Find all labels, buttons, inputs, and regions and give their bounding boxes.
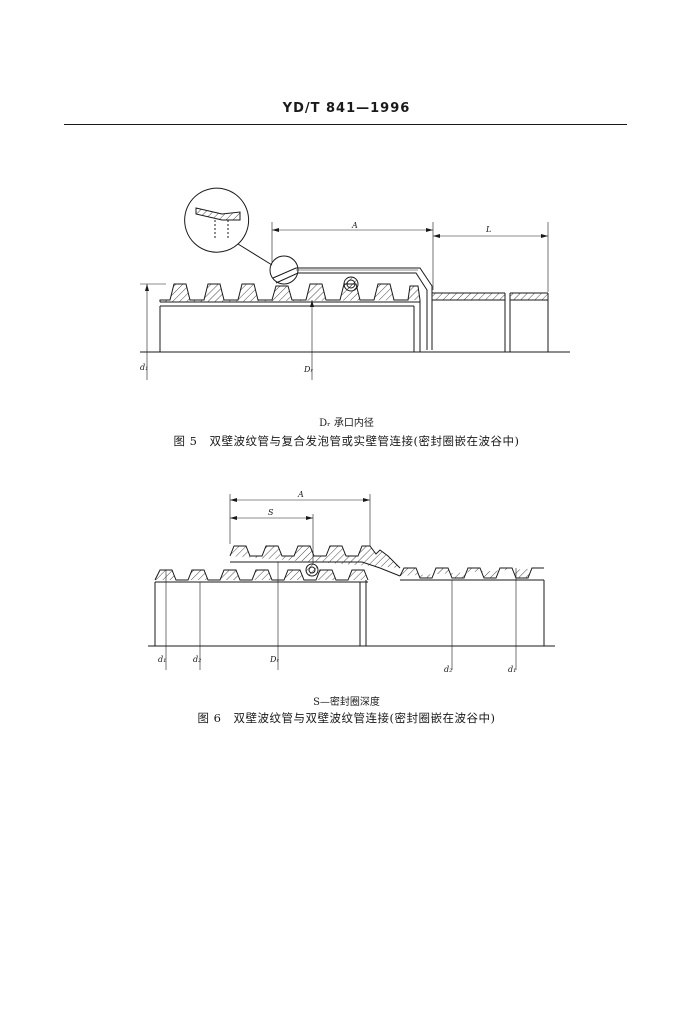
detail-circle	[184, 187, 250, 253]
fig5-dim-dr-label: Dᵣ	[303, 365, 313, 374]
fig6-dim-s-label: S	[268, 508, 274, 517]
figure-6-drawing: A S d₁ d₂ Dᵣ d₂ d₁	[148, 490, 555, 674]
fig6-dim-a-label: A	[297, 490, 304, 499]
fig5-dim-a-label: A	[351, 221, 358, 230]
figure-5-drawing: A L d₁ Dᵣ	[140, 187, 570, 380]
fig6-pipe-corrugation	[154, 569, 369, 581]
fig5-dim-l-label: L	[485, 225, 491, 234]
figure-5-caption-text: 双壁波纹管与复合发泡管或实壁管连接(密封圈嵌在波谷中)	[209, 434, 520, 448]
figure-5-legend: Dᵣ 承口内径	[319, 418, 374, 429]
header-rule	[64, 124, 627, 126]
figure-6-caption-text: 双壁波纹管与双壁波纹管连接(密封圈嵌在波谷中)	[233, 711, 496, 725]
standard-code-header: YD/T 841—1996	[282, 101, 411, 116]
fig6-dim-d2-right-label: d₂	[444, 665, 452, 674]
fig6-dim-d2-left-label: d₂	[193, 655, 201, 664]
fig5-dim-d1-label: d₁	[140, 363, 148, 372]
fig6-dim-d1-right-label: d₁	[508, 665, 516, 674]
figure-6-number: 图 6	[197, 711, 222, 725]
fig6-dim-d1-left-label: d₁	[158, 655, 166, 664]
figure-5-number: 图 5	[173, 434, 198, 448]
fig6-dim-dr-label: Dᵣ	[269, 655, 279, 664]
figure-6-legend: S—密封圈深度	[313, 697, 380, 708]
figure-6-caption: 图 6 双壁波纹管与双壁波纹管连接(密封圈嵌在波谷中)	[0, 710, 693, 726]
figure-5-caption: 图 5 双壁波纹管与复合发泡管或实壁管连接(密封圈嵌在波谷中)	[0, 433, 693, 449]
